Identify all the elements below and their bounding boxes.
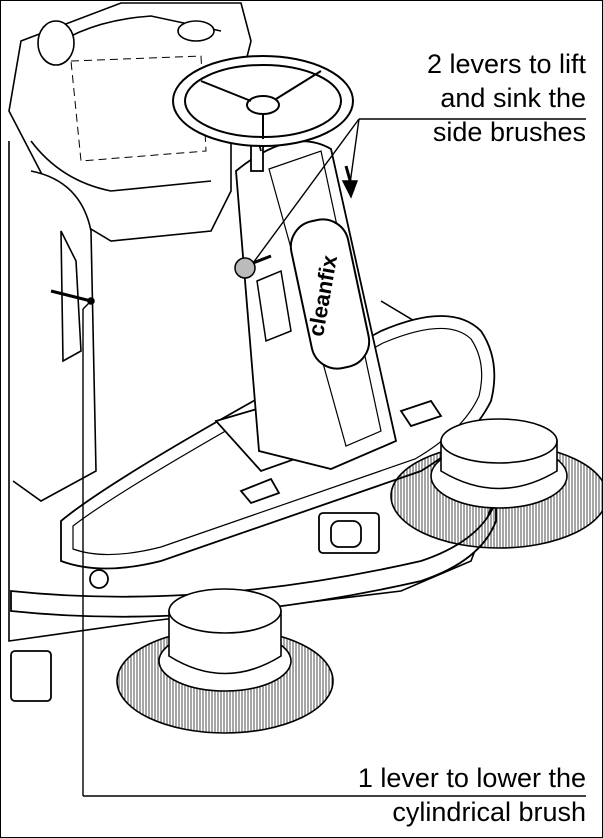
steering-wheel [172, 55, 354, 147]
side-brushes-label-line-1: 2 levers to lift [426, 49, 586, 79]
side-brushes-label: 2 levers to lift and sink the side brush… [427, 47, 586, 149]
cylindrical-brush-label-line-1: 1 lever to lower the [357, 763, 586, 793]
side-brush-right [390, 418, 602, 549]
machine-body [8, 2, 502, 642]
leader-lines [82, 118, 586, 797]
side-brushes-label-line-3: side brushes [432, 117, 586, 147]
side-brush-left [116, 588, 334, 734]
cylindrical-brush-label-line-2: cylindrical brush [392, 797, 586, 827]
side-brush-levers [234, 165, 355, 343]
steering-column: cleanfix [235, 120, 398, 470]
side-brushes-label-line-2: and sink the [440, 83, 586, 113]
cylindrical-brush-label: 1 lever to lower the cylindrical brush [358, 761, 586, 829]
